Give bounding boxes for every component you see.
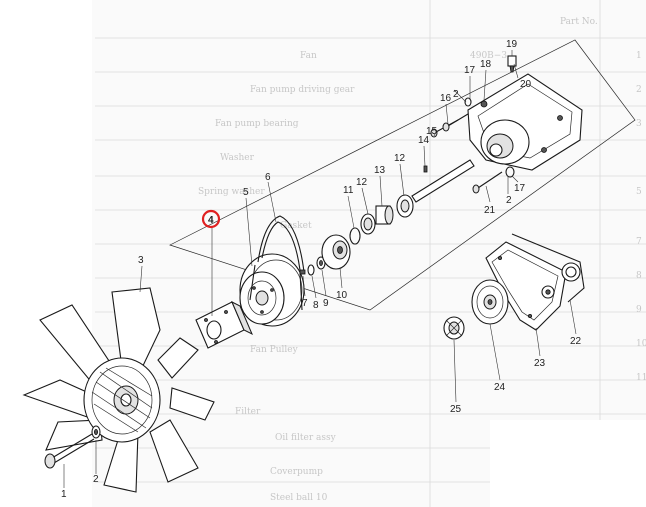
- pulley-part-5: [239, 253, 305, 327]
- nut-part-9: [316, 256, 326, 270]
- spacer-part-4: [195, 300, 253, 349]
- bg-table-header: Part No.: [560, 17, 598, 27]
- callout-10: 10: [336, 290, 348, 301]
- belt-part-6: [249, 215, 305, 311]
- callout-12: 12: [356, 177, 368, 188]
- callout-17: 17: [514, 183, 526, 194]
- bolt-part-21: [472, 171, 503, 194]
- pump-housing-part-18: [467, 73, 583, 171]
- callout-15: 15: [426, 126, 438, 137]
- callout-21: 21: [484, 205, 496, 216]
- pinion-part-25: [443, 316, 465, 340]
- callout-5: 5: [243, 187, 249, 198]
- callout-2: 2: [506, 195, 512, 206]
- background-parts-table: Part No. 490B−3 Fan Fan pump driving gea…: [90, 0, 646, 507]
- bg-fragment: Fan: [300, 51, 317, 61]
- callout-2: 2: [93, 474, 99, 485]
- callout-20: 20: [520, 79, 532, 90]
- sensor-part-19: [507, 55, 517, 73]
- bg-row-number: 7: [636, 237, 642, 247]
- callout-12: 12: [394, 153, 406, 164]
- bg-row-number: 11: [636, 373, 646, 383]
- bg-fragment: Steel ball 10: [270, 493, 328, 503]
- bg-fragment: Washer: [220, 153, 255, 163]
- bg-fragment: Fan pump bearing: [215, 119, 299, 129]
- bearing-part-12: [360, 213, 376, 235]
- bg-fragment: 490B−3: [470, 51, 507, 61]
- callout-6: 6: [265, 172, 271, 183]
- spacer-part-13: [375, 205, 394, 225]
- washer-part-2-left: [91, 425, 101, 439]
- bolt-part-1: [44, 433, 95, 469]
- bg-fragment: Filter: [235, 407, 261, 417]
- bg-row-number: 10: [636, 339, 646, 349]
- callout-14: 14: [418, 135, 430, 146]
- leader-lines: [63, 50, 577, 488]
- callout-8: 8: [313, 300, 319, 311]
- callout-23: 23: [534, 358, 546, 369]
- blank-corner: [490, 420, 646, 507]
- callout-17: 17: [464, 65, 476, 76]
- callout-19: 19: [506, 39, 518, 50]
- callout-9: 9: [323, 298, 329, 309]
- callout-11: 11: [343, 185, 354, 196]
- callout-labels: 1 2 2 2 3 4 5 6 7 8 9 10 11 12 13 12 14 …: [61, 39, 582, 500]
- callout-2: 2: [453, 89, 459, 100]
- washer-part-8: [307, 264, 315, 276]
- callout-3: 3: [138, 255, 144, 266]
- gasket-part-22: [511, 233, 585, 303]
- bg-row-number: 3: [636, 119, 642, 129]
- bg-row-number: 2: [636, 85, 642, 95]
- bearing-part-12b: [396, 194, 414, 218]
- bg-fragment: Fan Pulley: [250, 345, 299, 355]
- flange-part-10: [321, 234, 351, 270]
- callout-24: 24: [494, 382, 506, 393]
- bg-fragment: Coverpump: [270, 467, 323, 477]
- callout-25: 25: [450, 404, 462, 415]
- bg-fragment: Oil filter assy: [275, 433, 337, 443]
- bg-row-number: 8: [636, 271, 642, 281]
- bg-row-number: 1: [636, 51, 642, 61]
- bg-row-number: 9: [636, 305, 642, 315]
- callout-22: 22: [570, 336, 582, 347]
- callout-7: 7: [302, 298, 308, 309]
- gear-part-24: [471, 279, 509, 325]
- highlight-ring: [201, 209, 221, 229]
- callout-16: 16: [440, 93, 452, 104]
- gasket-part-17: [464, 97, 515, 178]
- snap-ring-part-11: [349, 227, 361, 245]
- bg-fragment: Spring washer: [198, 187, 265, 197]
- callout-13: 13: [374, 165, 386, 176]
- callout-1: 1: [61, 489, 67, 500]
- bg-fragment: Gasket: [280, 221, 312, 231]
- bg-fragment: Fan pump driving gear: [250, 85, 355, 95]
- key-part-7: [299, 269, 306, 275]
- callout-4: 4: [208, 215, 214, 226]
- callout-18: 18: [480, 59, 492, 70]
- bg-row-number: 5: [636, 187, 642, 197]
- shaft-part-14: [411, 159, 475, 203]
